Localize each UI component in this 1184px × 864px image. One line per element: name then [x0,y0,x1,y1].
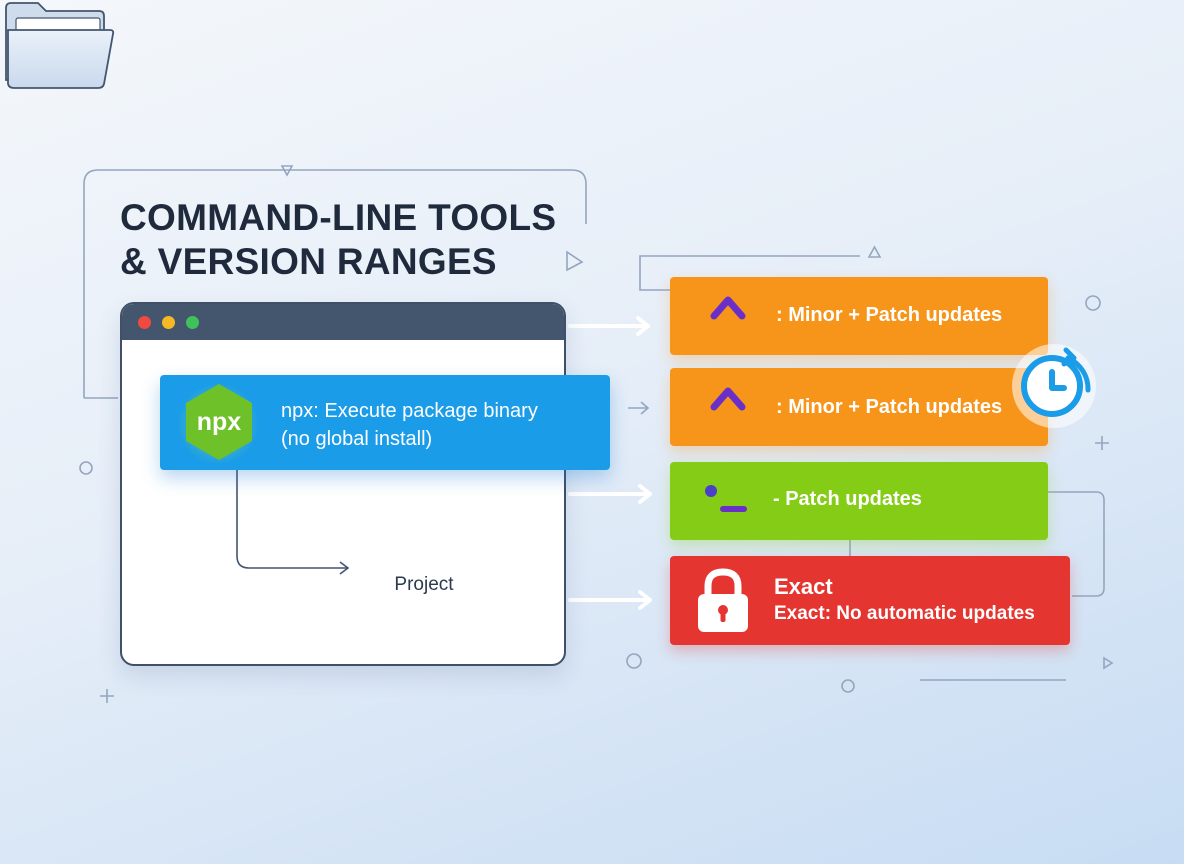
npx-description: npx: Execute package binary (no global i… [281,397,601,453]
npx-description-line-2: (no global install) [281,428,433,450]
terminal-window [120,302,566,666]
caret-up-icon [710,296,746,320]
connector-arrows [568,316,652,610]
maximize-dot-icon[interactable] [186,316,199,329]
window-titlebar [122,304,564,340]
range-card-minor-1 [670,277,1048,355]
range-card-minor-2-text: : Minor + Patch updates [776,396,1003,418]
range-card-patch [670,462,1048,540]
prompt-icon [705,485,747,512]
minimize-dot-icon[interactable] [162,316,175,329]
title-line-2: & VERSION RANGES [120,241,497,282]
npx-description-line-1: npx: Execute package binary [281,400,538,422]
title-line-1: COMMAND-LINE TOOLS [120,197,557,238]
close-dot-icon[interactable] [138,316,151,329]
caret-up-icon [710,387,746,411]
range-card-patch-text: - Patch updates [773,488,922,510]
clock-refresh-icon [1012,344,1096,428]
npx-badge-label: npx [196,407,242,436]
lock-icon [698,568,748,632]
exact-subtitle: Exact: No automatic updates [774,603,1035,624]
folder-icon [5,2,115,89]
folder-label: Project [394,574,454,595]
range-card-minor-1-text: : Minor + Patch updates [776,304,1003,326]
page-title: COMMAND-LINE TOOLS & VERSION RANGES [120,196,590,284]
exact-title: Exact [774,574,833,599]
range-card-minor-2 [670,368,1048,446]
